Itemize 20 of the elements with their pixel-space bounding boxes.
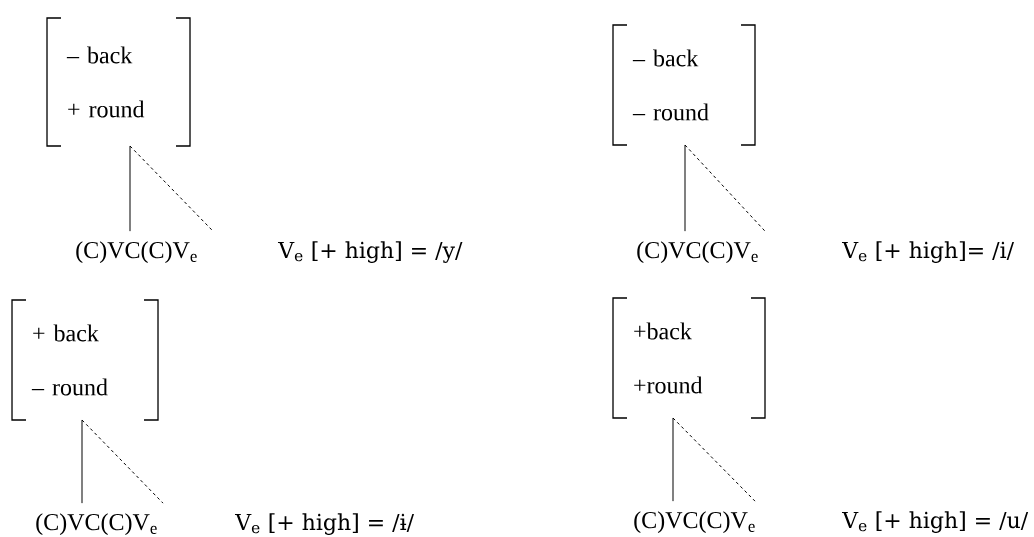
feature-matrix: +back +round bbox=[612, 297, 766, 419]
feature-rule: V$_{e}$ [+ high] = /ɨ/ bbox=[235, 513, 414, 535]
feature-matrix: – back – round bbox=[612, 24, 756, 146]
syllable-string: (C)VC(C)V$_{e}$ bbox=[637, 241, 758, 264]
dashed-association-line bbox=[129, 145, 214, 232]
feature-rule: V$_{e}$ [+ high] = /u/ bbox=[842, 511, 1029, 533]
syllable-string: (C)VC(C)V$_{e}$ bbox=[36, 513, 157, 536]
feature-matrix: + back – round bbox=[11, 299, 159, 421]
feature-rule: V$_{e}$ [+ high]= /i/ bbox=[842, 241, 1014, 263]
association-line bbox=[129, 145, 131, 232]
association-line bbox=[81, 419, 83, 504]
syllable-string: (C)VC(C)V$_{e}$ bbox=[76, 241, 197, 264]
association-line bbox=[684, 144, 686, 232]
dashed-association-line bbox=[684, 144, 766, 232]
dashed-association-line bbox=[81, 419, 164, 504]
association-line bbox=[672, 417, 674, 502]
feature-rule: V$_{e}$ [+ high] = /y/ bbox=[278, 241, 463, 263]
feature-matrix: – back + round bbox=[46, 17, 191, 147]
dashed-association-line bbox=[672, 417, 756, 502]
syllable-string: (C)VC(C)V$_{e}$ bbox=[634, 511, 755, 534]
